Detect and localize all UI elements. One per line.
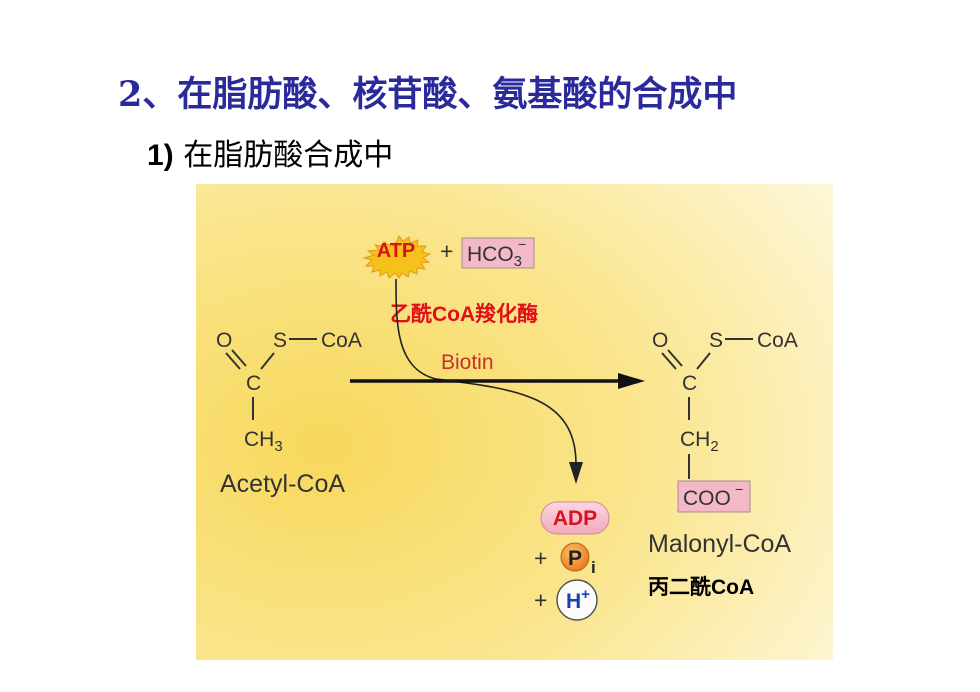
subtitle-text: 在脂肪酸合成中 (183, 138, 394, 173)
plus-h: + (534, 587, 547, 613)
acetyl-c-atom: C (246, 372, 261, 395)
coo-label: COO (683, 487, 731, 510)
pi-circle-icon (560, 542, 590, 572)
malonyl-coa-name: Malonyl-CoA (648, 530, 791, 558)
h-ion-label: H+ (566, 586, 590, 613)
acetyl-s-atom: S (273, 329, 287, 352)
adp-label: ADP (553, 507, 597, 530)
reaction-arrowhead (618, 373, 645, 389)
malonyl-coa-name-cn: 丙二酰CoA (648, 575, 754, 599)
atp-label: ATP (377, 240, 416, 262)
hco3-box (461, 237, 535, 269)
pi-subscript: i (591, 558, 596, 577)
acetyl-double-bond-2 (231, 349, 247, 367)
malonyl-ch2: CH2 (680, 428, 719, 455)
biotin-label: Biotin (441, 351, 494, 374)
subtitle-number: 1) (147, 139, 174, 172)
acetyl-coa-name: Acetyl-CoA (220, 470, 345, 498)
adp-arrowhead (569, 462, 583, 484)
malonyl-c-s-bond (696, 352, 711, 370)
plus-hco3: + (440, 238, 453, 264)
acetyl-double-bond-1 (225, 352, 241, 370)
slide-subtitle: 1) 在脂肪酸合成中 (147, 130, 393, 174)
coo-charge: − (735, 481, 743, 497)
slide-title: 2、在脂肪酸、核苷酸、氨基酸的合成中 (118, 74, 738, 115)
adp-badge (540, 501, 610, 535)
enzyme-label: 乙酰CoA羧化酶 (390, 302, 538, 326)
hco3-charge: − (518, 236, 526, 252)
malonyl-coa-reaction-diagram: ATP + HCO3 − 乙酰CoA羧化酶 Biotin O S CoA C C… (196, 184, 833, 660)
malonyl-s-atom: S (709, 329, 723, 352)
acetyl-o-atom: O (216, 329, 232, 352)
acetyl-ch3: CH3 (244, 428, 283, 455)
malonyl-double-bond-2 (667, 349, 683, 367)
malonyl-c-atom: C (682, 372, 697, 395)
pi-label: P (568, 547, 582, 570)
acetyl-c-s-bond (260, 352, 275, 370)
coo-box (677, 480, 751, 513)
atp-burst-icon (362, 235, 432, 279)
malonyl-coa-group: CoA (757, 329, 798, 352)
malonyl-o-atom: O (652, 329, 668, 352)
acetyl-coa-group: CoA (321, 329, 362, 352)
malonyl-double-bond-1 (661, 352, 677, 370)
hco3-label: HCO3 (467, 243, 522, 270)
plus-pi: + (534, 545, 547, 571)
h-ion-circle-icon (556, 579, 598, 621)
